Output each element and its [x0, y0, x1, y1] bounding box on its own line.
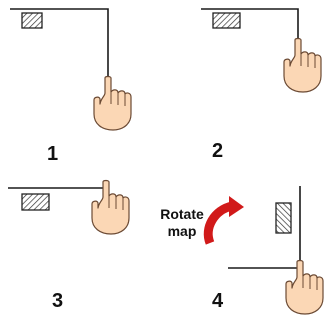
rotate-label-line-1: Rotate	[160, 206, 204, 222]
panel-4	[228, 186, 324, 315]
pointing-hand-icon	[283, 37, 322, 93]
step-number-4: 4	[212, 290, 224, 312]
map-square-icon	[275, 202, 292, 234]
map-square-icon	[21, 12, 43, 29]
panel-3	[8, 179, 130, 235]
step-number-3: 3	[52, 290, 64, 312]
map-edge-line	[201, 8, 299, 40]
step-number-1: 1	[47, 143, 59, 165]
map-square-icon	[212, 12, 241, 29]
rotate-arrow-icon	[203, 196, 244, 245]
rotate-label-line-2: map	[167, 223, 197, 239]
rotate-map-label: Rotate map	[152, 206, 212, 240]
step-number-2: 2	[212, 140, 224, 162]
map-square-icon	[21, 193, 50, 211]
map-edge-line	[10, 8, 109, 84]
panel-2	[201, 8, 322, 93]
panel-1	[10, 8, 132, 131]
pointing-hand-icon	[93, 75, 132, 131]
